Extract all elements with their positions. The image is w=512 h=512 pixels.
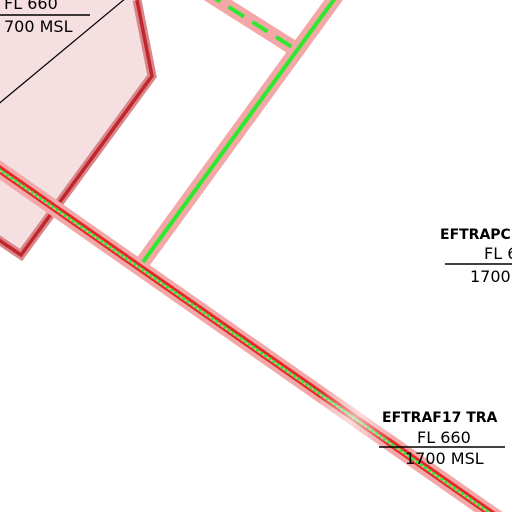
label-bottom-right-lower: 1700 MSL xyxy=(405,449,484,468)
route-branch-north[interactable] xyxy=(136,0,343,267)
label-bottom-right-upper: FL 660 xyxy=(417,428,471,447)
label-right-partial: EFTRAPC FL 6 1700 xyxy=(440,227,512,286)
label-top-left-upper: FL 660 xyxy=(4,0,58,13)
label-bottom-right-name: EFTRAF17 TRA xyxy=(382,410,498,426)
label-halo xyxy=(320,390,390,445)
route-main-diagonal[interactable] xyxy=(0,160,503,512)
route-upper-segment[interactable] xyxy=(203,0,297,54)
label-right-partial-lower: 1700 xyxy=(470,267,511,286)
label-bottom-right: EFTRAF17 TRA FL 660 1700 MSL xyxy=(379,410,505,468)
restricted-area-border xyxy=(0,0,154,258)
label-top-left: FL 660 700 MSL xyxy=(0,0,90,36)
label-right-partial-upper: FL 6 xyxy=(484,244,512,263)
label-right-partial-name: EFTRAPC xyxy=(440,227,511,243)
label-top-left-lower: 700 MSL xyxy=(4,17,73,36)
leader-line xyxy=(0,0,125,104)
